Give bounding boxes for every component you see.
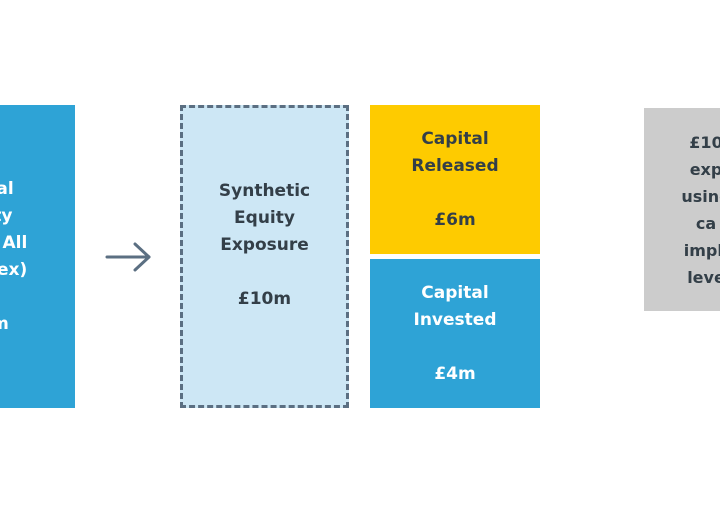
leverage-note-box: £10 exp using ca impli leve [644,108,720,311]
capital-released-label: Capital Released [411,129,499,176]
physical-equity-label: cal ity SE All ndex) [0,179,28,280]
capital-invested-value: £4m [434,364,476,384]
capital-invested-box: Capital Invested £4m [370,259,540,408]
physical-equity-value: m [0,311,62,338]
capital-released-value: £6m [434,210,476,230]
leverage-note-label: £10 exp using ca impli leve [681,133,720,287]
synthetic-equity-box: Synthetic Equity Exposure £10m [180,105,349,408]
synthetic-equity-value: £10m [237,289,292,309]
capital-invested-label: Capital Invested [413,283,497,330]
right-arrow-icon [105,242,151,272]
capital-released-box: Capital Released £6m [370,105,540,254]
physical-equity-box: cal ity SE All ndex) m [0,105,75,408]
synthetic-equity-label: Synthetic Equity Exposure [218,181,311,255]
